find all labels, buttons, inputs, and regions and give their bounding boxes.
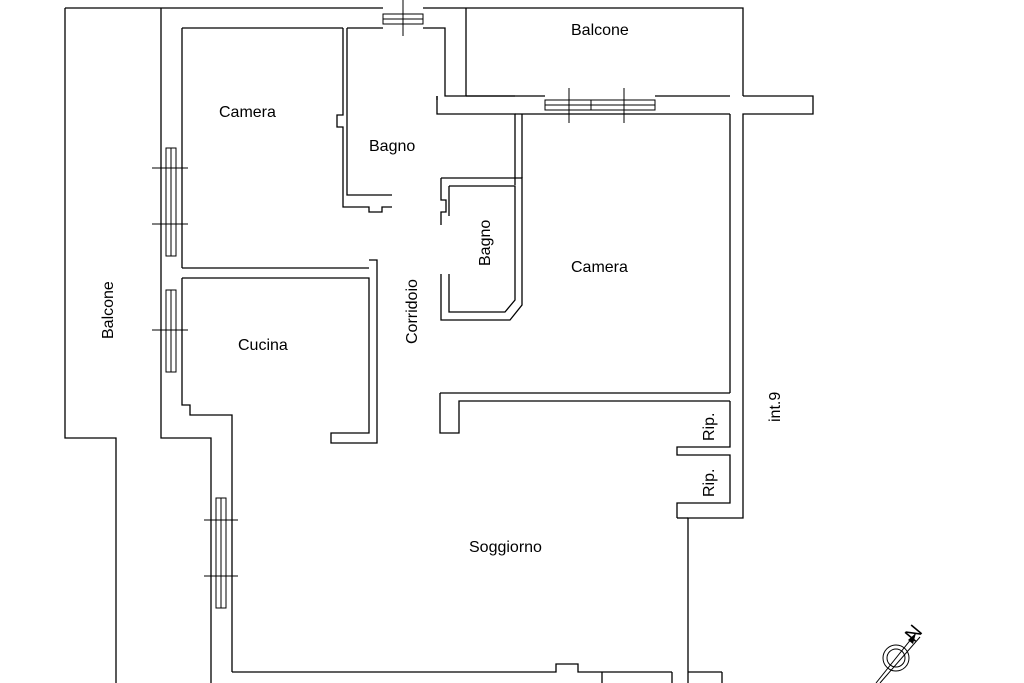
room-label-rip-lower: Rip.	[701, 469, 718, 497]
room-label-bagno-small: Bagno	[477, 220, 494, 266]
unit-label: int.9	[767, 392, 784, 422]
north-arrow-icon: N	[875, 621, 927, 683]
room-label-soggiorno: Soggiorno	[469, 539, 542, 556]
window-top-balcony	[544, 88, 656, 123]
room-label-corridoio: Corridoio	[404, 279, 421, 344]
compass-label: N	[901, 621, 927, 646]
room-label-camera-right: Camera	[571, 259, 628, 276]
room-label-rip-upper: Rip.	[701, 413, 718, 441]
window-cucina-left	[152, 289, 188, 373]
outer-walls	[64, 7, 814, 683]
interior-walls	[182, 28, 731, 519]
window-soggiorno-left	[204, 497, 238, 609]
window-top-center	[382, 0, 424, 36]
room-label-bagno-main: Bagno	[369, 138, 415, 155]
room-label-balcone-top: Balcone	[571, 22, 629, 39]
room-label-cucina: Cucina	[238, 337, 288, 354]
room-label-balcone-left: Balcone	[100, 281, 117, 339]
room-label-camera-upper-left: Camera	[219, 104, 276, 121]
window-camera-left	[152, 147, 188, 257]
